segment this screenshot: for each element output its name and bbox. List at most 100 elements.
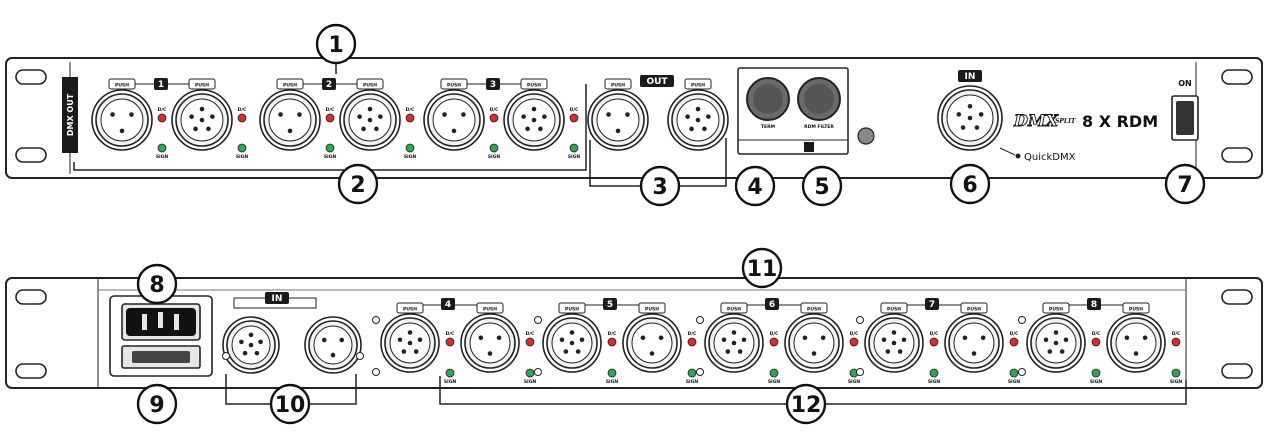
xlr-connector[interactable]: PUSH — [380, 302, 440, 373]
screw — [696, 316, 704, 324]
xlr-connector[interactable]: PUSH — [542, 302, 602, 373]
term-rdm-section: TERM RDM FILTER — [737, 67, 875, 155]
xlr-connector[interactable]: PUSH — [704, 302, 764, 373]
push-label: PUSH — [403, 307, 417, 313]
status-led — [769, 337, 779, 347]
signal-led — [607, 368, 617, 378]
status-led — [849, 337, 859, 347]
callout-number: 8 — [149, 273, 164, 298]
callout-number: 11 — [747, 257, 778, 282]
signal-led — [1091, 368, 1101, 378]
status-led — [929, 337, 939, 347]
usb-port[interactable] — [804, 142, 814, 152]
callout-12: 12 — [785, 383, 827, 425]
xlr-connector[interactable]: PUSH — [667, 78, 729, 151]
push-label: PUSH — [645, 307, 659, 313]
push-label: PUSH — [283, 83, 297, 89]
callout-number: 3 — [652, 175, 667, 200]
group-number: 5 — [607, 300, 613, 310]
xlr-connector[interactable]: PUSH — [622, 302, 682, 373]
status-led — [1171, 337, 1181, 347]
status-led — [445, 337, 455, 347]
signal-led — [157, 143, 167, 153]
xlr-connector[interactable]: PUSH — [1026, 302, 1086, 373]
xlr-connector[interactable]: PUSH — [1106, 302, 1166, 373]
group-number: 6 — [769, 300, 775, 310]
callout-number: 10 — [275, 393, 306, 418]
push-label: PUSH — [447, 83, 461, 89]
rack-slot — [15, 289, 47, 305]
group-number: 2 — [326, 80, 332, 90]
out-group-label: OUT — [646, 77, 668, 87]
signal-led — [445, 368, 455, 378]
status-led — [687, 337, 697, 347]
xlr-connector[interactable]: PUSH — [339, 78, 401, 151]
led-label: SIGN — [324, 154, 337, 160]
xlr-connector[interactable] — [222, 316, 280, 374]
status-led — [1091, 337, 1101, 347]
xlr-connector[interactable]: PUSH — [944, 302, 1004, 373]
brand-logo: DMX — [1013, 111, 1059, 130]
front-out-group: OUT — [640, 75, 674, 87]
signal-led — [525, 368, 535, 378]
front-out-connectors: PUSH PUSH — [587, 78, 729, 151]
led-label: D/C — [490, 107, 499, 113]
led-label: D/C — [930, 331, 939, 337]
led-label: SIGN — [1090, 379, 1103, 385]
led-label: D/C — [446, 331, 455, 337]
xlr-connector[interactable]: PUSH — [784, 302, 844, 373]
led-label: SIGN — [568, 154, 581, 160]
led-label: SIGN — [236, 154, 249, 160]
xlr-connector[interactable]: PUSH — [864, 302, 924, 373]
callout-8: 8 — [136, 263, 178, 305]
signal-led — [489, 143, 499, 153]
xlr-connector[interactable]: PUSH — [171, 78, 233, 151]
group-number: 7 — [929, 300, 935, 310]
callout-5: 5 — [801, 165, 843, 207]
dmx-out-label: DMX OUT — [66, 93, 75, 136]
status-led — [237, 113, 247, 123]
status-led — [405, 113, 415, 123]
signal-led — [1009, 368, 1019, 378]
led-label: D/C — [326, 107, 335, 113]
xlr-connector[interactable]: PUSH — [503, 78, 565, 151]
brand-block: DMX SPLIT 8 X RDM QuickDMX — [1013, 111, 1159, 163]
xlr-connector[interactable]: PUSH — [423, 78, 485, 151]
xlr-connector[interactable] — [937, 85, 1003, 151]
callout-number: 4 — [747, 175, 762, 200]
screw — [534, 368, 542, 376]
callout-number: 7 — [1177, 173, 1192, 198]
callout-1: 1 — [315, 23, 357, 65]
led-label: SIGN — [928, 379, 941, 385]
signal-led — [687, 368, 697, 378]
led-label: D/C — [688, 331, 697, 337]
xlr-connector[interactable] — [304, 316, 362, 374]
rack-slot — [1221, 289, 1253, 305]
fuse-holder[interactable] — [121, 345, 201, 369]
screw — [356, 352, 364, 360]
screw — [372, 316, 380, 324]
xlr-connector[interactable]: PUSH — [460, 302, 520, 373]
xlr-connector[interactable]: PUSH — [259, 78, 321, 151]
led-label: SIGN — [1170, 379, 1183, 385]
led-label: D/C — [608, 331, 617, 337]
led-label: SIGN — [444, 379, 457, 385]
callout-2: 2 — [337, 163, 379, 205]
led-label: SIGN — [848, 379, 861, 385]
group-number: 1 — [158, 80, 164, 90]
front-in-label: IN — [965, 72, 976, 82]
screw — [372, 368, 380, 376]
status-led — [607, 337, 617, 347]
callout-9: 9 — [136, 383, 178, 425]
xlr-connector[interactable]: PUSH — [91, 78, 153, 151]
push-label: PUSH — [611, 83, 625, 89]
xlr-connector[interactable]: PUSH — [587, 78, 649, 151]
indicator-led — [857, 127, 875, 145]
callout-number: 9 — [149, 393, 164, 418]
